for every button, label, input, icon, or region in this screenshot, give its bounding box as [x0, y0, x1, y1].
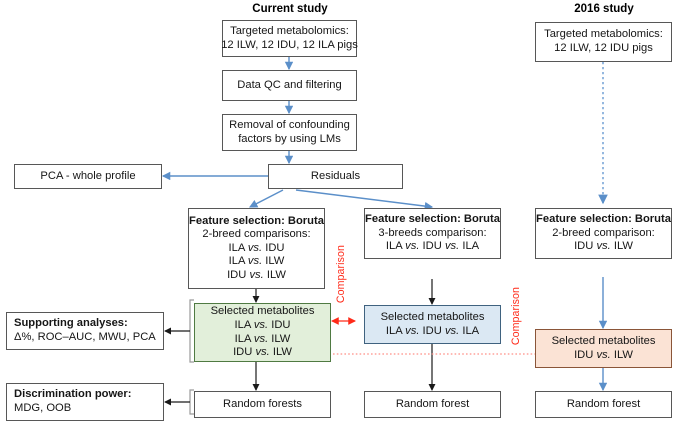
feature-2016-subtitle: 2-breed comparison: — [552, 226, 655, 239]
targeted-current-line2: 12 ILW, 12 IDU, 12 ILA pigs — [221, 38, 358, 51]
selected-blue-cmp-0: ILA vs. IDU vs. ILA — [385, 324, 480, 337]
pca-line1: PCA - whole profile — [40, 169, 136, 182]
rf-left-line1: Random forests — [223, 397, 302, 410]
arrow-residuals-to-feature-3breed — [295, 189, 434, 211]
node-selected-metabolites-green: Selected metabolites ILA vs. IDU ILA vs.… — [194, 303, 331, 362]
feature-2016-title: Feature selection: Boruta — [536, 213, 671, 226]
feature-2breed-cmp-0: ILA vs. IDU — [228, 241, 285, 254]
feature-2breed-cmp-1: ILA vs. ILW — [228, 255, 285, 268]
node-feature-selection-2breed: Feature selection: Boruta 2-breed compar… — [188, 208, 325, 289]
targeted-current-line1: Targeted metabolomics: — [230, 24, 349, 37]
data-qc-line1: Data QC and filtering — [237, 78, 342, 91]
header-current-study: Current study — [252, 3, 328, 15]
feature-2breed-title: Feature selection: Boruta — [189, 214, 324, 227]
selected-orange-cmp-0: IDU vs. ILW — [574, 348, 633, 361]
selected-green-title: Selected metabolites — [210, 305, 315, 318]
discrimination-title: Discrimination power: — [14, 388, 132, 401]
arrow-residuals-to-feature-2breed — [249, 189, 284, 208]
feature-3breed-cmp-0: ILA vs. IDU vs. ILA — [385, 240, 480, 253]
feature-2breed-cmp-2: IDU vs. ILW — [227, 268, 286, 281]
selected-green-cmp-1: ILA vs. ILW — [234, 332, 291, 345]
supporting-detail: Δ%, ROC–AUC, MWU, PCA — [14, 331, 156, 343]
residuals-line1: Residuals — [310, 169, 361, 182]
selected-green-cmp-0: ILA vs. IDU — [234, 318, 291, 331]
node-removal-confounding: Removal of confounding factors by using … — [222, 114, 357, 151]
rf-right-line1: Random forest — [566, 397, 641, 410]
node-supporting-analyses: Supporting analyses: Δ%, ROC–AUC, MWU, P… — [6, 312, 164, 350]
feature-3breed-title: Feature selection: Boruta — [365, 213, 500, 226]
node-residuals: Residuals — [268, 164, 403, 189]
node-random-forest-mid: Random forest — [364, 391, 501, 418]
feature-2016-cmp-0: IDU vs. ILW — [574, 240, 633, 253]
supporting-title: Supporting analyses: — [14, 317, 128, 330]
node-data-qc: Data QC and filtering — [222, 70, 357, 101]
node-pca-whole-profile: PCA - whole profile — [14, 164, 162, 189]
node-discrimination-power: Discrimination power: MDG, OOB — [6, 383, 164, 421]
removal-line2: factors by using LMs — [238, 132, 341, 145]
comparison-label-2: Comparison — [510, 287, 522, 346]
node-random-forests-left: Random forests — [194, 391, 331, 418]
node-random-forest-right: Random forest — [535, 391, 672, 418]
discrimination-detail: MDG, OOB — [14, 402, 72, 414]
node-targeted-metabolomics-current: Targeted metabolomics: 12 ILW, 12 IDU, 1… — [221, 20, 358, 57]
selected-blue-title: Selected metabolites — [380, 310, 485, 323]
header-2016-study: 2016 study — [574, 3, 634, 15]
selected-green-cmp-2: IDU vs. ILW — [233, 346, 292, 359]
node-targeted-metabolomics-2016: Targeted metabolomics: 12 ILW, 12 IDU pi… — [535, 22, 672, 62]
removal-line1: Removal of confounding — [229, 118, 350, 131]
node-feature-selection-3breed: Feature selection: Boruta 3-breeds compa… — [364, 208, 501, 259]
rf-mid-line1: Random forest — [395, 397, 470, 410]
feature-3breed-subtitle: 3-breeds comparison: — [378, 226, 487, 239]
selected-orange-title: Selected metabolites — [551, 334, 656, 347]
feature-2breed-subtitle: 2-breed comparisons: — [202, 228, 311, 241]
node-feature-selection-2016: Feature selection: Boruta 2-breed compar… — [535, 208, 672, 259]
comparison-label-1: Comparison — [335, 245, 347, 304]
node-selected-metabolites-orange: Selected metabolites IDU vs. ILW — [535, 329, 672, 368]
node-selected-metabolites-blue: Selected metabolites ILA vs. IDU vs. ILA — [364, 305, 501, 344]
targeted-2016-line2: 12 ILW, 12 IDU pigs — [554, 42, 653, 54]
targeted-2016-line1: Targeted metabolomics: — [544, 28, 663, 41]
